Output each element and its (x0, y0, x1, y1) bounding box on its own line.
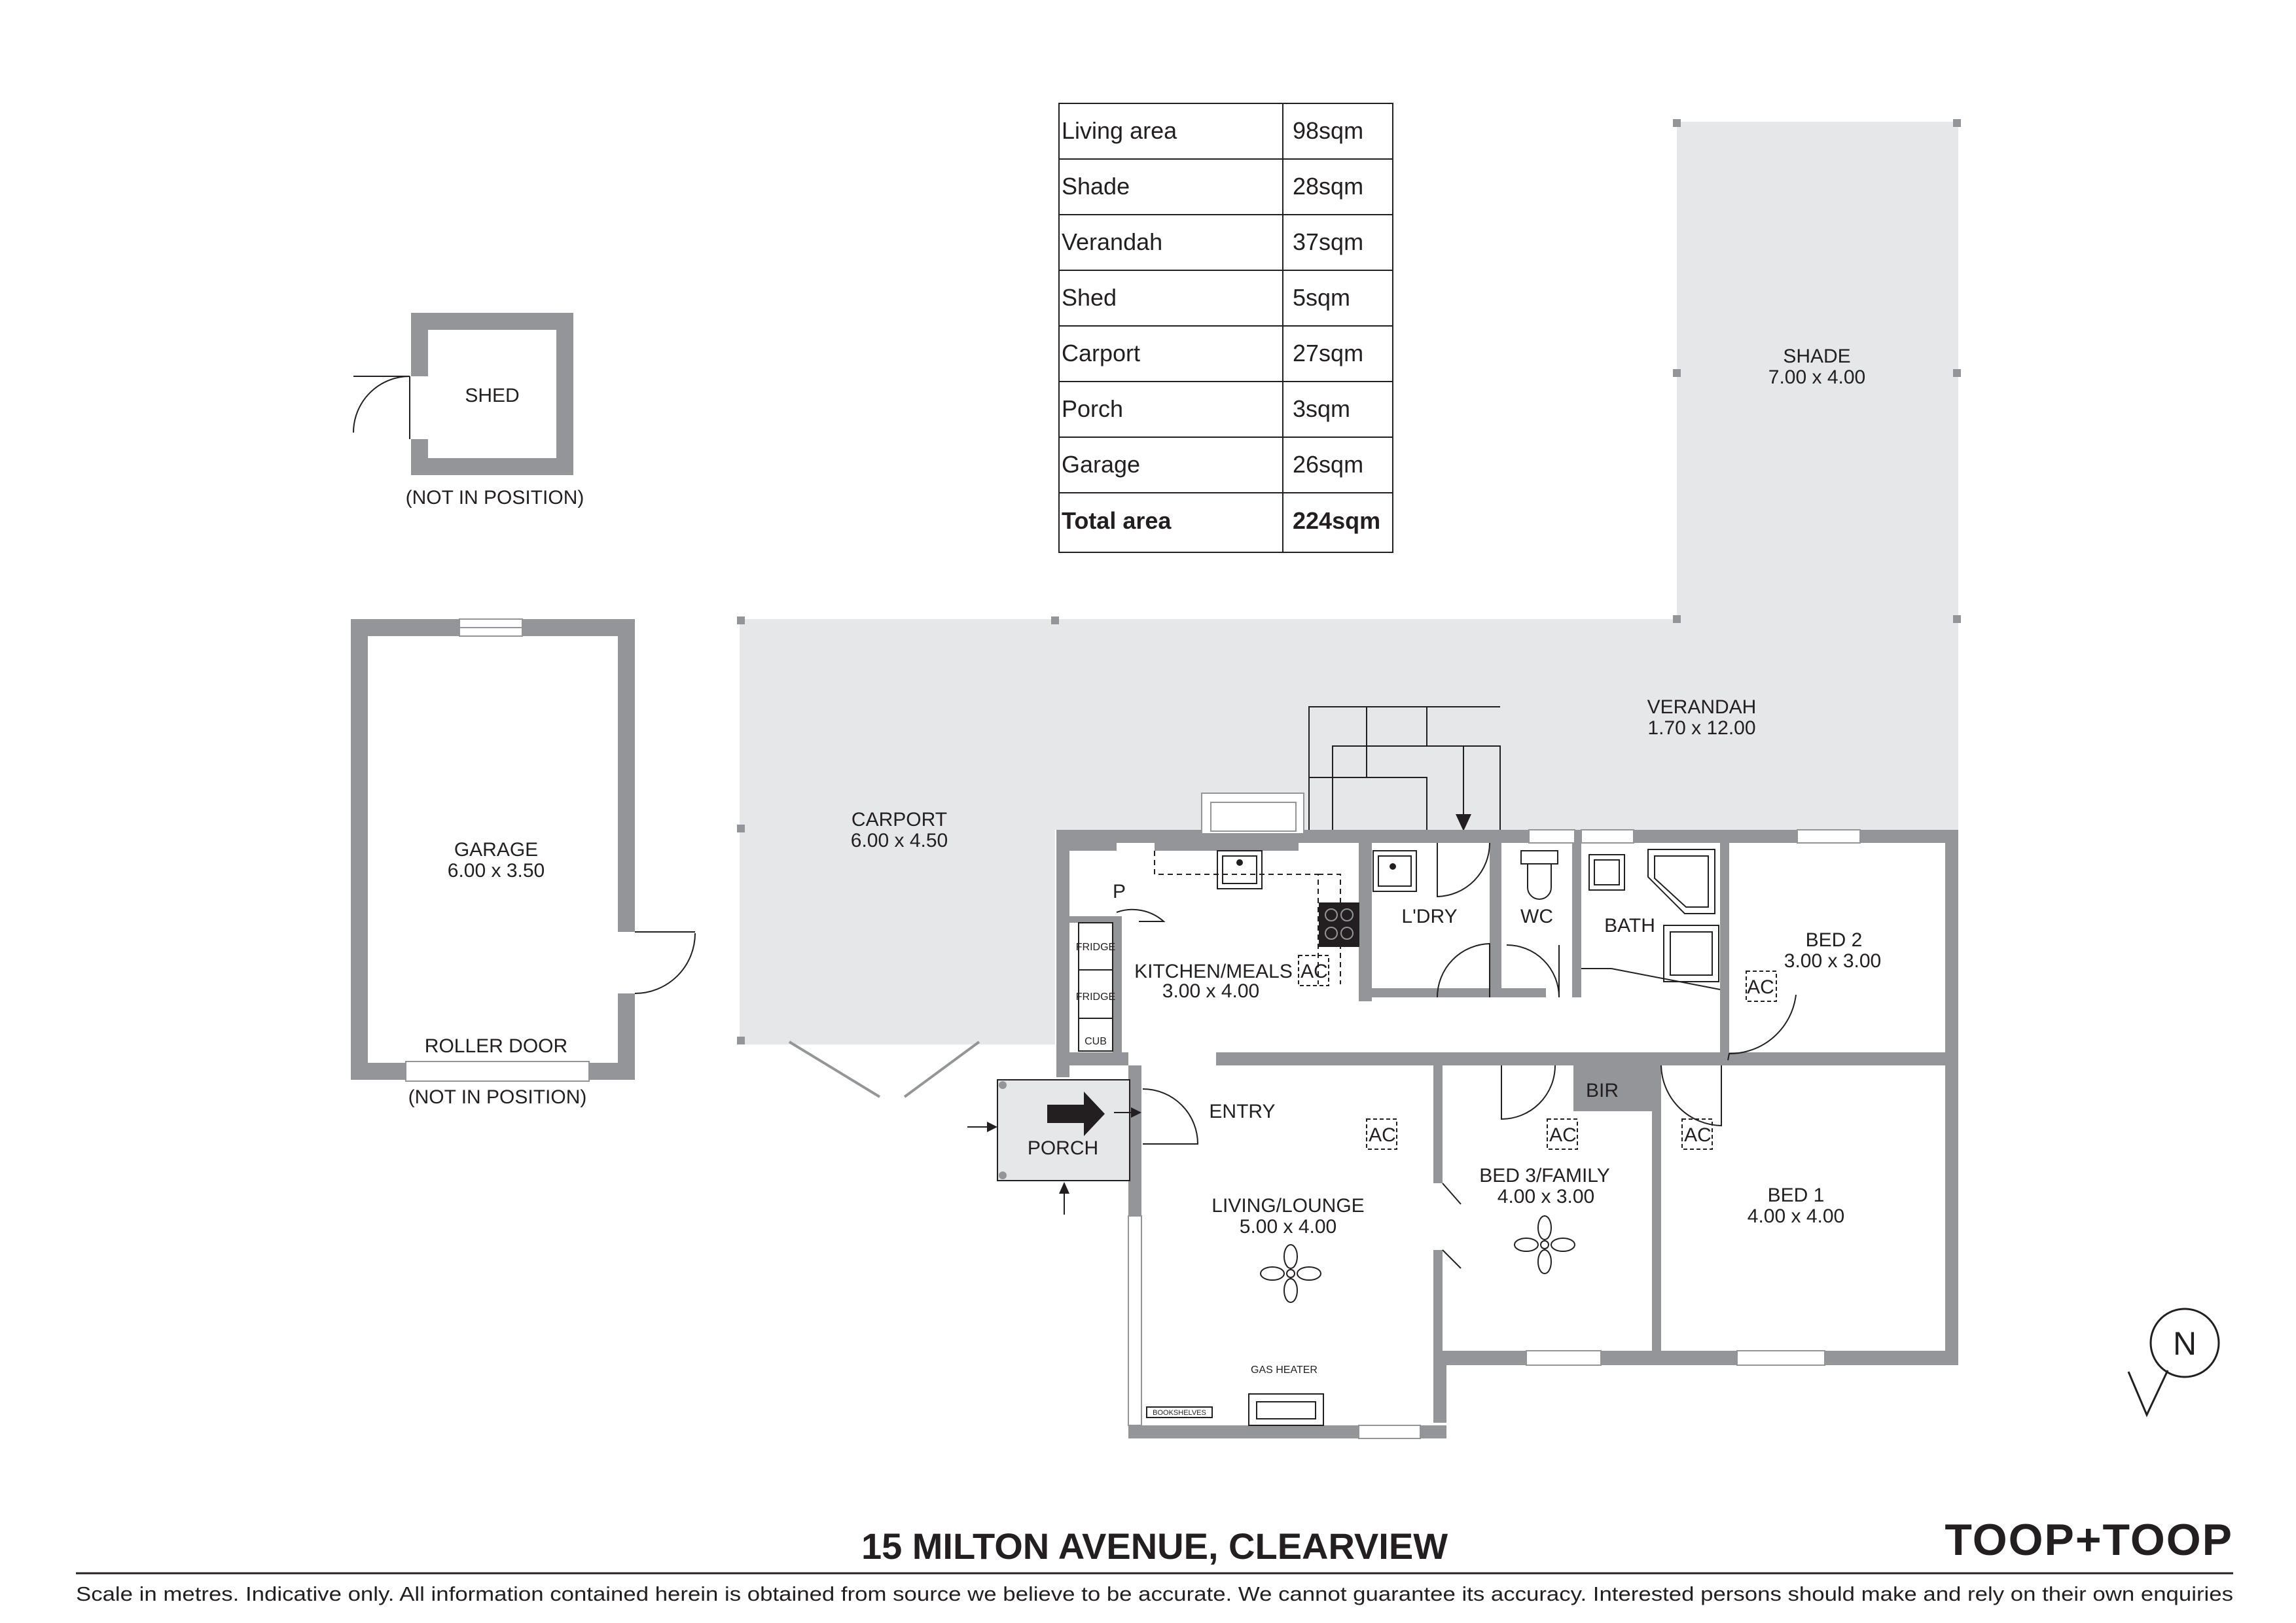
shade-dims: 7.00 x 4.00 (1768, 366, 1865, 388)
carport-label: CARPORT (852, 809, 947, 830)
table-row-label: Living area (1062, 117, 1177, 144)
area-table-text: Living area 98sqm Shade 28sqm Verandah 3… (1062, 117, 1380, 534)
table-total-label: Total area (1062, 507, 1172, 534)
table-row-label: Garage (1062, 451, 1140, 478)
table-row-value: 3sqm (1293, 395, 1350, 422)
ac-labels: AC AC AC AC AC (1300, 961, 1774, 1146)
ac-label: AC (1549, 1124, 1577, 1146)
ac-units (1298, 955, 1777, 1150)
table-row-label: Verandah (1062, 228, 1162, 255)
table-row-label: Carport (1062, 340, 1140, 366)
table-row-value: 27sqm (1293, 340, 1363, 366)
bath-label: BATH (1604, 915, 1655, 936)
compass-icon: N (2127, 1308, 2220, 1418)
living-fittings (1146, 1393, 1324, 1426)
laundry-fittings (1372, 842, 1490, 998)
carport-dims: 6.00 x 4.50 (851, 830, 948, 851)
outdoor-roofs: CARPORT 6.00 x 4.50 VERANDAH 1.70 x 12.0… (737, 119, 1961, 1098)
shade-label: SHADE (1783, 346, 1850, 367)
table-row-value: 28sqm (1293, 173, 1363, 200)
ac-label: AC (1684, 1124, 1712, 1146)
area-table (1058, 103, 1393, 553)
kitchen-fittings (1078, 850, 1359, 1052)
ac-label: AC (1747, 976, 1774, 998)
page-title: 15 MILTON AVENUE, CLEARVIEW (861, 1525, 1448, 1567)
roller-door-label: ROLLER DOOR (425, 1035, 567, 1057)
garage: GARAGE 6.00 x 3.50 ROLLER DOOR (NOT IN P… (351, 618, 696, 1108)
shed: SHED (NOT IN POSITION) (353, 313, 584, 508)
bed1-label: BED 1 (1768, 1185, 1825, 1206)
bir-label: BIR (1586, 1080, 1619, 1101)
wc-label: WC (1520, 906, 1553, 927)
entry-label: ENTRY (1209, 1101, 1275, 1122)
bed1-dims: 4.00 x 4.00 (1748, 1205, 1844, 1227)
bathroom-fittings (1506, 849, 1721, 998)
laundry-label: L'DRY (1401, 906, 1457, 927)
shed-label: SHED (465, 385, 519, 406)
compass-label: N (2173, 1325, 2197, 1362)
fridge-label: FRIDGE (1076, 991, 1115, 1003)
table-row-label: Porch (1062, 395, 1123, 422)
disclaimer: Scale in metres. Indicative only. All in… (76, 1582, 2233, 1605)
garage-label: GARAGE (454, 839, 538, 861)
ac-label: AC (1300, 961, 1328, 982)
ceiling-fan-icon (1260, 1244, 1321, 1303)
garage-note: (NOT IN POSITION) (408, 1086, 587, 1108)
table-row-value: 37sqm (1293, 228, 1363, 255)
bed3-dims: 4.00 x 3.00 (1498, 1186, 1594, 1207)
house-walls (1056, 830, 1958, 1438)
bed2-label: BED 2 (1806, 929, 1863, 951)
bed3-label: BED 3/FAMILY (1479, 1165, 1610, 1186)
table-row-label: Shade (1062, 173, 1130, 200)
verandah-label: VERANDAH (1647, 696, 1757, 718)
fridge-label: FRIDGE (1076, 942, 1115, 953)
ceiling-fan-icon (1514, 1215, 1575, 1274)
windows (1128, 793, 1861, 1439)
gas-heater-label: GAS HEATER (1251, 1364, 1318, 1376)
garage-dims: 6.00 x 3.50 (448, 860, 545, 882)
shed-note: (NOT IN POSITION) (406, 487, 584, 508)
room-labels: KITCHEN/MEALS 3.00 x 4.00 P FRIDGE FRIDG… (1076, 881, 1881, 1417)
table-total-value: 224sqm (1293, 507, 1380, 534)
table-row-label: Shed (1062, 284, 1117, 311)
porch-label: PORCH (1028, 1137, 1098, 1159)
cub-label: CUB (1085, 1036, 1107, 1047)
back-steps (1308, 706, 1501, 835)
porch: PORCH (967, 1079, 1141, 1215)
table-row-value: 26sqm (1293, 451, 1363, 478)
kitchen-label: KITCHEN/MEALS (1134, 961, 1293, 982)
living-dims: 5.00 x 4.00 (1240, 1216, 1336, 1238)
living-label: LIVING/LOUNGE (1211, 1195, 1364, 1217)
pantry-label: P (1113, 881, 1126, 902)
bookshelves-label: BOOKSHELVES (1153, 1409, 1206, 1417)
verandah-dims: 1.70 x 12.00 (1647, 717, 1755, 739)
kitchen-dims: 3.00 x 4.00 (1162, 980, 1259, 1002)
ac-label: AC (1369, 1124, 1396, 1146)
table-row-value: 98sqm (1293, 117, 1363, 144)
table-row-value: 5sqm (1293, 284, 1350, 311)
doors (1142, 994, 1797, 1269)
brand-logo: TOOP+TOOP (1945, 1515, 2233, 1565)
bed2-dims: 3.00 x 3.00 (1784, 950, 1881, 972)
